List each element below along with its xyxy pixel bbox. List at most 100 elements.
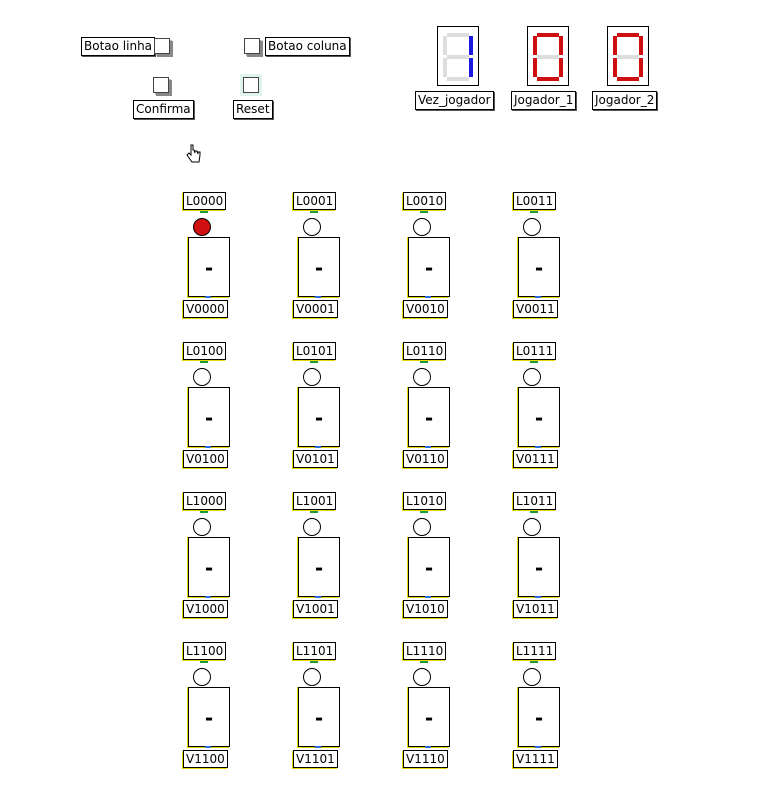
cell-led-indicator — [193, 518, 211, 536]
cell-value-label: V0011 — [513, 300, 558, 318]
cell-led-label: L1111 — [513, 642, 557, 660]
cell-connector — [420, 511, 428, 513]
cell-led-label: L1000 — [183, 492, 227, 510]
cell-led-indicator — [413, 668, 431, 686]
seg-g — [617, 55, 639, 59]
cell-led-indicator — [193, 218, 211, 236]
cell-led-label: L1010 — [403, 492, 447, 510]
cell-led-label: L0011 — [513, 192, 557, 210]
cell-led-indicator — [193, 368, 211, 386]
seg-c — [639, 58, 643, 77]
seg-f — [613, 36, 617, 55]
cell-value-display: - — [188, 687, 230, 747]
cell-led-indicator — [303, 218, 321, 236]
cell-value-display: - — [298, 537, 340, 597]
cell-led-indicator — [523, 518, 541, 536]
jogador-2-display — [607, 26, 649, 86]
cell-wire — [205, 596, 211, 598]
cell-value: - — [314, 406, 324, 430]
cell-value-label: V0100 — [183, 450, 228, 468]
cell-value-label: V1001 — [293, 600, 338, 618]
cell-value: - — [204, 556, 214, 580]
vez-jogador-display — [437, 26, 479, 86]
cell-wire — [315, 596, 321, 598]
cell-led-label: L0001 — [293, 192, 337, 210]
cell-value-display: - — [298, 687, 340, 747]
botao-coluna-button[interactable] — [244, 38, 260, 54]
cell-led-label: L1110 — [403, 642, 447, 660]
seg-e — [443, 58, 447, 77]
cell-connector — [420, 661, 428, 663]
cell-led-indicator — [523, 218, 541, 236]
cell-connector — [310, 511, 318, 513]
cell-value-label: V1110 — [403, 750, 448, 768]
cell-connector — [530, 511, 538, 513]
cell-wire — [535, 296, 541, 298]
cell-wire — [205, 296, 211, 298]
cell-led-indicator — [413, 368, 431, 386]
cell-value-display: - — [188, 237, 230, 297]
cell-led-indicator — [523, 668, 541, 686]
botao-coluna-label: Botao coluna — [265, 37, 350, 56]
cell-led-label: L0101 — [293, 342, 337, 360]
cell-led-label: L1100 — [183, 642, 227, 660]
seg-a — [617, 33, 639, 37]
cell-connector — [530, 661, 538, 663]
cell-value-label: V0110 — [403, 450, 448, 468]
cell-value-display: - — [518, 237, 560, 297]
cell-value: - — [534, 406, 544, 430]
cell-wire — [535, 596, 541, 598]
cell-value: - — [534, 256, 544, 280]
cell-led-label: L0110 — [403, 342, 447, 360]
reset-label: Reset — [233, 100, 273, 119]
cell-led-indicator — [193, 668, 211, 686]
seg-f — [443, 36, 447, 55]
cell-wire — [425, 596, 431, 598]
cell-connector — [420, 361, 428, 363]
cell-connector — [200, 211, 208, 213]
seg-c — [559, 58, 563, 77]
botao-linha-label: Botao linha — [81, 37, 156, 56]
botao-linha-button[interactable] — [154, 38, 170, 54]
cell-value-label: V0111 — [513, 450, 558, 468]
cell-value-display: - — [518, 387, 560, 447]
cell-wire — [205, 746, 211, 748]
seg-a — [537, 33, 559, 37]
cell-wire — [315, 446, 321, 448]
confirma-button[interactable] — [153, 77, 169, 93]
jogador-1-segments — [533, 33, 563, 81]
cell-value-display: - — [408, 237, 450, 297]
cell-led-indicator — [303, 368, 321, 386]
cell-value-label: V1011 — [513, 600, 558, 618]
jogador-1-label: Jogador_1 — [511, 91, 577, 110]
cell-value: - — [424, 706, 434, 730]
jogador-2-label: Jogador_2 — [592, 91, 658, 110]
seg-e — [613, 58, 617, 77]
seg-b — [639, 36, 643, 55]
seg-b — [559, 36, 563, 55]
cell-connector — [200, 511, 208, 513]
hand-pointer-icon — [186, 144, 202, 168]
reset-button[interactable] — [243, 77, 259, 93]
cell-wire — [535, 746, 541, 748]
cell-value-label: V0101 — [293, 450, 338, 468]
cell-value-label: V0001 — [293, 300, 338, 318]
cell-connector — [420, 211, 428, 213]
jogador-2-segments — [613, 33, 643, 81]
cell-led-label: L0111 — [513, 342, 557, 360]
cell-value: - — [534, 556, 544, 580]
cell-led-label: L0010 — [403, 192, 447, 210]
cell-connector — [530, 361, 538, 363]
cell-connector — [310, 361, 318, 363]
cell-value-display: - — [408, 387, 450, 447]
cell-value-display: - — [518, 537, 560, 597]
cell-led-indicator — [523, 368, 541, 386]
cell-value: - — [314, 556, 324, 580]
cell-value: - — [204, 706, 214, 730]
seg-g — [537, 55, 559, 59]
cell-value: - — [424, 406, 434, 430]
cell-value-label: V1111 — [513, 750, 558, 768]
cell-led-indicator — [303, 668, 321, 686]
seg-g — [447, 55, 469, 59]
seg-d — [537, 77, 559, 81]
